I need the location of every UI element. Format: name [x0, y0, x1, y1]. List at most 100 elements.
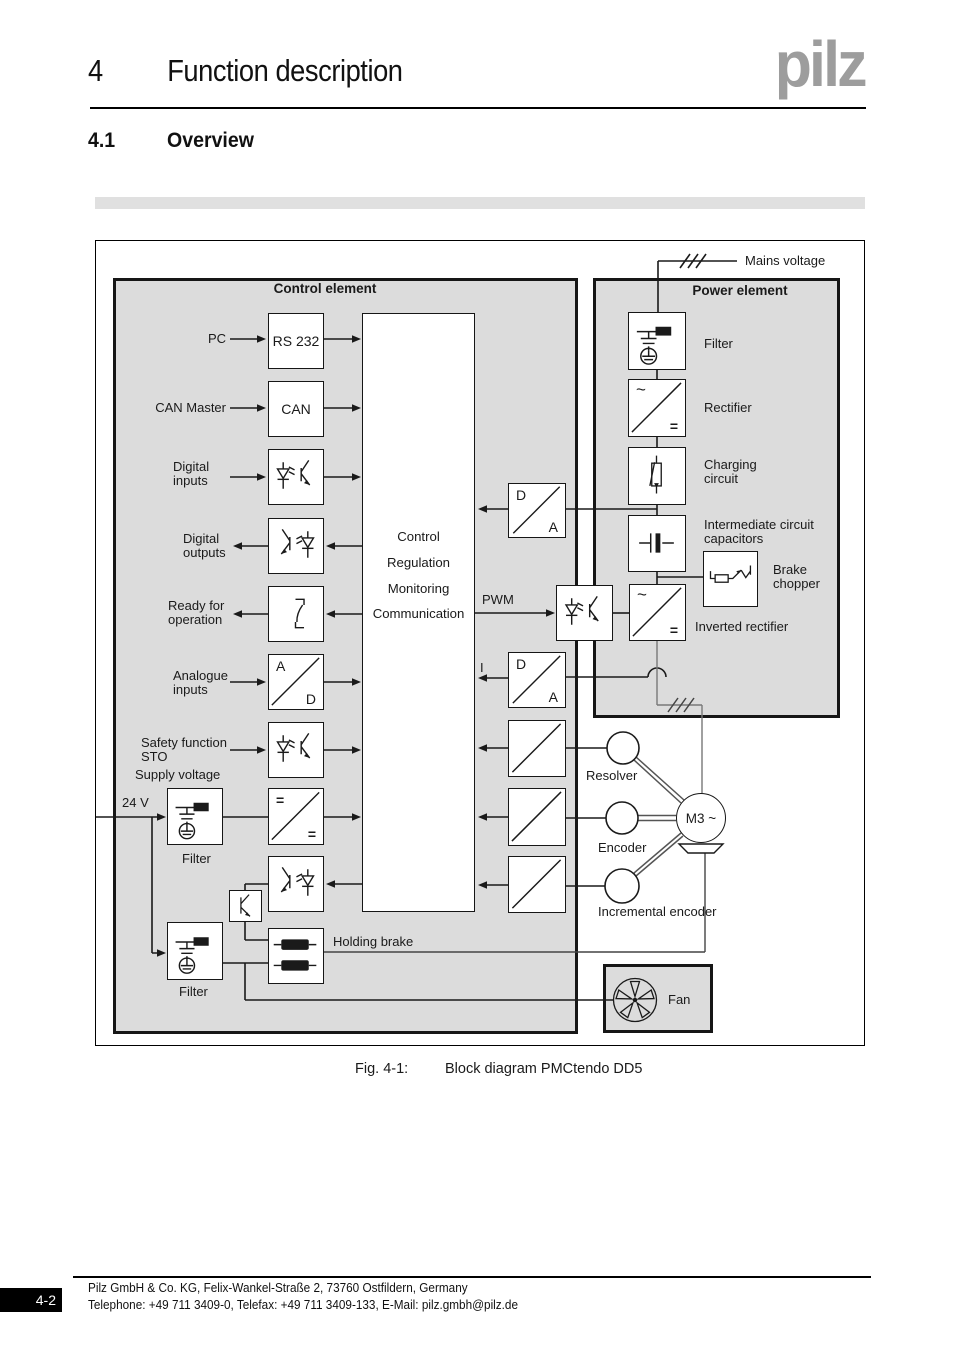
control-panel-title: Control element — [273, 281, 377, 296]
section-number: 4.1 — [88, 129, 116, 152]
relay-contact-icon — [294, 598, 305, 629]
rs232-label: RS 232 — [272, 333, 320, 349]
sto-optocoupler-box — [268, 722, 324, 778]
inverter-ac: ~ — [637, 585, 647, 604]
ad-letter-a: A — [276, 658, 286, 674]
charging-circuit-box — [628, 447, 686, 505]
24v-label: 24 V — [122, 795, 149, 810]
power-panel-title: Power element — [692, 283, 788, 298]
central-control-functions: Control Regulation Monitoring Communicat… — [362, 524, 475, 627]
ready-relay-box — [268, 586, 324, 642]
intermediate-line1: Intermediate circuit — [704, 517, 814, 532]
pc-label: PC — [207, 331, 226, 346]
da2-letter-a: A — [548, 689, 558, 705]
analogue-inputs-label: Analogue inputs — [173, 669, 228, 697]
charging-resistor-icon — [649, 455, 662, 494]
analogue-line1: Analogue — [173, 668, 228, 683]
capacitor-icon — [639, 533, 674, 553]
digital-outputs-optocoupler-box — [268, 518, 324, 574]
rectifier-box: ~ = — [628, 379, 686, 437]
inverted-rectifier-label: Inverted rectifier — [695, 619, 789, 634]
brake-optocoupler-box — [268, 856, 324, 912]
intermediate-capacitors-box — [628, 515, 686, 572]
sto-line2: STO — [141, 748, 168, 764]
optocoupler-in-icon — [564, 596, 599, 625]
ready-label: Ready for operation — [168, 599, 224, 627]
filter-icon — [175, 802, 209, 840]
figure-caption-text: Block diagram PMCtendo DD5 — [445, 1061, 643, 1077]
inverter-dc: = — [669, 622, 678, 638]
brake-chopper-label: Brake chopper — [773, 563, 820, 591]
ready-line1: Ready for — [168, 598, 225, 613]
central-line-communication: Communication — [372, 606, 465, 622]
optocoupler-in-icon — [276, 460, 311, 489]
diagonal-icon — [511, 791, 562, 842]
encoder-label: Encoder — [598, 840, 647, 855]
incremental-interface-box — [508, 856, 566, 913]
pwm-label: PWM — [482, 592, 514, 607]
incremental-encoder-label: Incremental encoder — [598, 904, 717, 919]
chapter-title: Function description — [167, 53, 403, 88]
digital-inputs-line2: inputs — [173, 472, 208, 488]
section-title: Overview — [167, 129, 254, 152]
dcdc-eq-bottom: = — [307, 826, 316, 842]
ready-line2: operation — [168, 611, 223, 627]
encoder-interface-box — [508, 788, 566, 846]
supply-voltage-label: Supply voltage — [135, 767, 221, 782]
brake-chopper-line2: chopper — [773, 575, 820, 591]
motor-label: M3 ~ — [685, 810, 717, 826]
digital-outputs-line1: Digital — [183, 531, 220, 546]
charging-circuit-label: Charging circuit — [704, 458, 757, 486]
fan-panel — [603, 964, 713, 1033]
digital-inputs-line1: Digital — [173, 459, 210, 474]
filter-label-2: Filter — [179, 984, 208, 999]
rectifier-label: Rectifier — [704, 400, 752, 415]
da-converter-box-2: D A — [508, 652, 566, 708]
mains-voltage-label: Mains voltage — [745, 253, 826, 268]
holding-brake-coils-icon — [273, 939, 317, 971]
can-box: CAN — [268, 381, 324, 437]
brake-chopper-box — [703, 551, 758, 607]
figure-caption-label: Fig. 4-1: — [355, 1061, 409, 1077]
digital-outputs-line2: outputs — [183, 544, 226, 560]
brake-chopper-icon — [709, 565, 752, 583]
brake-transistor-box — [229, 890, 262, 922]
analogue-ad-converter-box: A D — [268, 654, 324, 710]
header-rule — [90, 107, 866, 109]
section-divider-bar — [95, 197, 865, 209]
footer-address: Pilz GmbH & Co. KG, Felix-Wankel-Straße … — [88, 1281, 468, 1295]
diagonal-icon — [511, 723, 562, 773]
diagonal-icon — [512, 486, 561, 534]
resolver-label: Resolver — [586, 768, 638, 783]
central-line-control: Control — [397, 529, 440, 544]
dcdc-converter-box: = = — [268, 788, 324, 845]
filter-icon — [175, 937, 209, 974]
charging-line1: Charging — [704, 457, 757, 472]
filter-icon — [636, 326, 672, 365]
da1-letter-d: D — [516, 487, 527, 503]
mains-filter-box — [628, 312, 686, 370]
pilz-logo: pilz — [775, 28, 868, 100]
optocoupler-out-icon — [280, 529, 315, 558]
sto-label: Safety function STO — [141, 736, 227, 764]
digital-inputs-optocoupler-box — [268, 449, 324, 505]
charging-line2: circuit — [704, 470, 738, 486]
central-line-regulation: Regulation — [386, 554, 451, 570]
optocoupler-out-icon — [280, 867, 315, 896]
diagonal-icon — [511, 859, 562, 909]
da2-letter-d: D — [516, 656, 527, 672]
can-label: CAN — [281, 401, 311, 417]
supply-filter-box — [167, 788, 223, 845]
da1-letter-a: A — [548, 519, 558, 535]
ad-letter-d: D — [305, 691, 316, 707]
diagonal-icon — [512, 655, 561, 704]
brake-chopper-line1: Brake — [773, 562, 807, 577]
footer-contact: Telephone: +49 711 3409-0, Telefax: +49 … — [88, 1298, 519, 1312]
digital-inputs-label: Digital inputs — [173, 460, 209, 488]
can-master-label: CAN Master — [155, 400, 226, 415]
rectifier-dc: = — [669, 418, 678, 434]
analogue-line2: inputs — [173, 681, 208, 697]
motor-circle: M3 ~ — [676, 793, 726, 843]
intermediate-line2: capacitors — [704, 530, 764, 546]
